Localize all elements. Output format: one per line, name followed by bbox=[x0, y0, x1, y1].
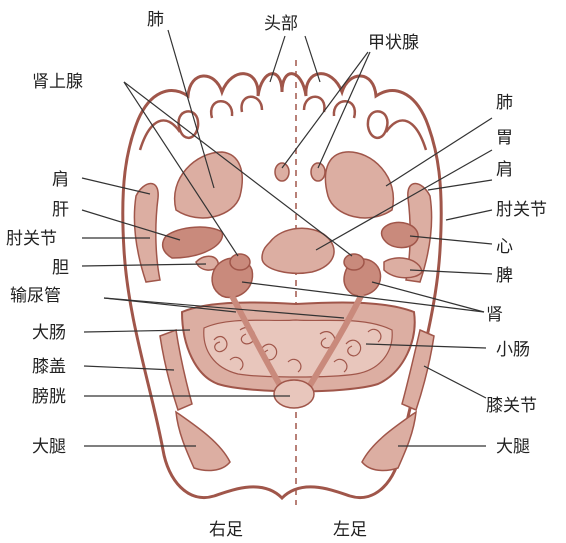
label-knee-joint: 膝关节 bbox=[486, 396, 537, 416]
label-large-intestine: 大肠 bbox=[32, 323, 66, 343]
label-elbow-left: 肘关节 bbox=[6, 229, 57, 249]
heart-shape bbox=[382, 222, 419, 247]
liver-shape bbox=[163, 227, 223, 258]
label-thyroid: 甲状腺 bbox=[368, 33, 419, 53]
label-heart: 心 bbox=[496, 237, 513, 257]
label-left-foot: 左足 bbox=[333, 520, 367, 540]
label-liver: 肝 bbox=[52, 200, 69, 220]
label-adrenal: 肾上腺 bbox=[32, 72, 83, 92]
thigh-band-left-foot bbox=[362, 412, 416, 470]
label-gallbladder: 胆 bbox=[52, 258, 69, 278]
label-thigh-left: 大腿 bbox=[32, 437, 66, 457]
label-stomach: 胃 bbox=[496, 128, 513, 148]
label-thigh-right: 大腿 bbox=[496, 437, 530, 457]
label-small-intestine: 小肠 bbox=[496, 340, 530, 360]
label-spleen: 脾 bbox=[496, 266, 513, 286]
label-kneecap: 膝盖 bbox=[32, 357, 66, 377]
label-head: 头部 bbox=[264, 14, 298, 34]
label-ureter: 输尿管 bbox=[10, 286, 61, 306]
adrenal-left-foot bbox=[344, 254, 364, 270]
small-intestine-shape bbox=[204, 320, 392, 377]
adrenal-right-foot bbox=[230, 254, 250, 270]
toe-outlines bbox=[140, 97, 426, 150]
label-kidney: 肾 bbox=[486, 305, 503, 325]
lung-left-foot bbox=[325, 152, 393, 218]
label-shoulder-right: 肩 bbox=[496, 160, 513, 180]
label-right-foot: 右足 bbox=[209, 520, 243, 540]
thyroid-right bbox=[275, 163, 289, 181]
thyroid-left bbox=[311, 163, 325, 181]
label-bladder: 膀胱 bbox=[32, 387, 66, 407]
label-elbow-right: 肘关节 bbox=[496, 200, 547, 220]
label-lung-top: 肺 bbox=[147, 10, 164, 30]
lung-right-foot bbox=[175, 152, 243, 218]
bladder-shape bbox=[274, 380, 314, 408]
stomach-shape bbox=[262, 228, 334, 273]
thigh-band-right-foot bbox=[176, 412, 230, 470]
label-shoulder-left: 肩 bbox=[52, 170, 69, 190]
label-lung-right: 肺 bbox=[496, 93, 513, 113]
